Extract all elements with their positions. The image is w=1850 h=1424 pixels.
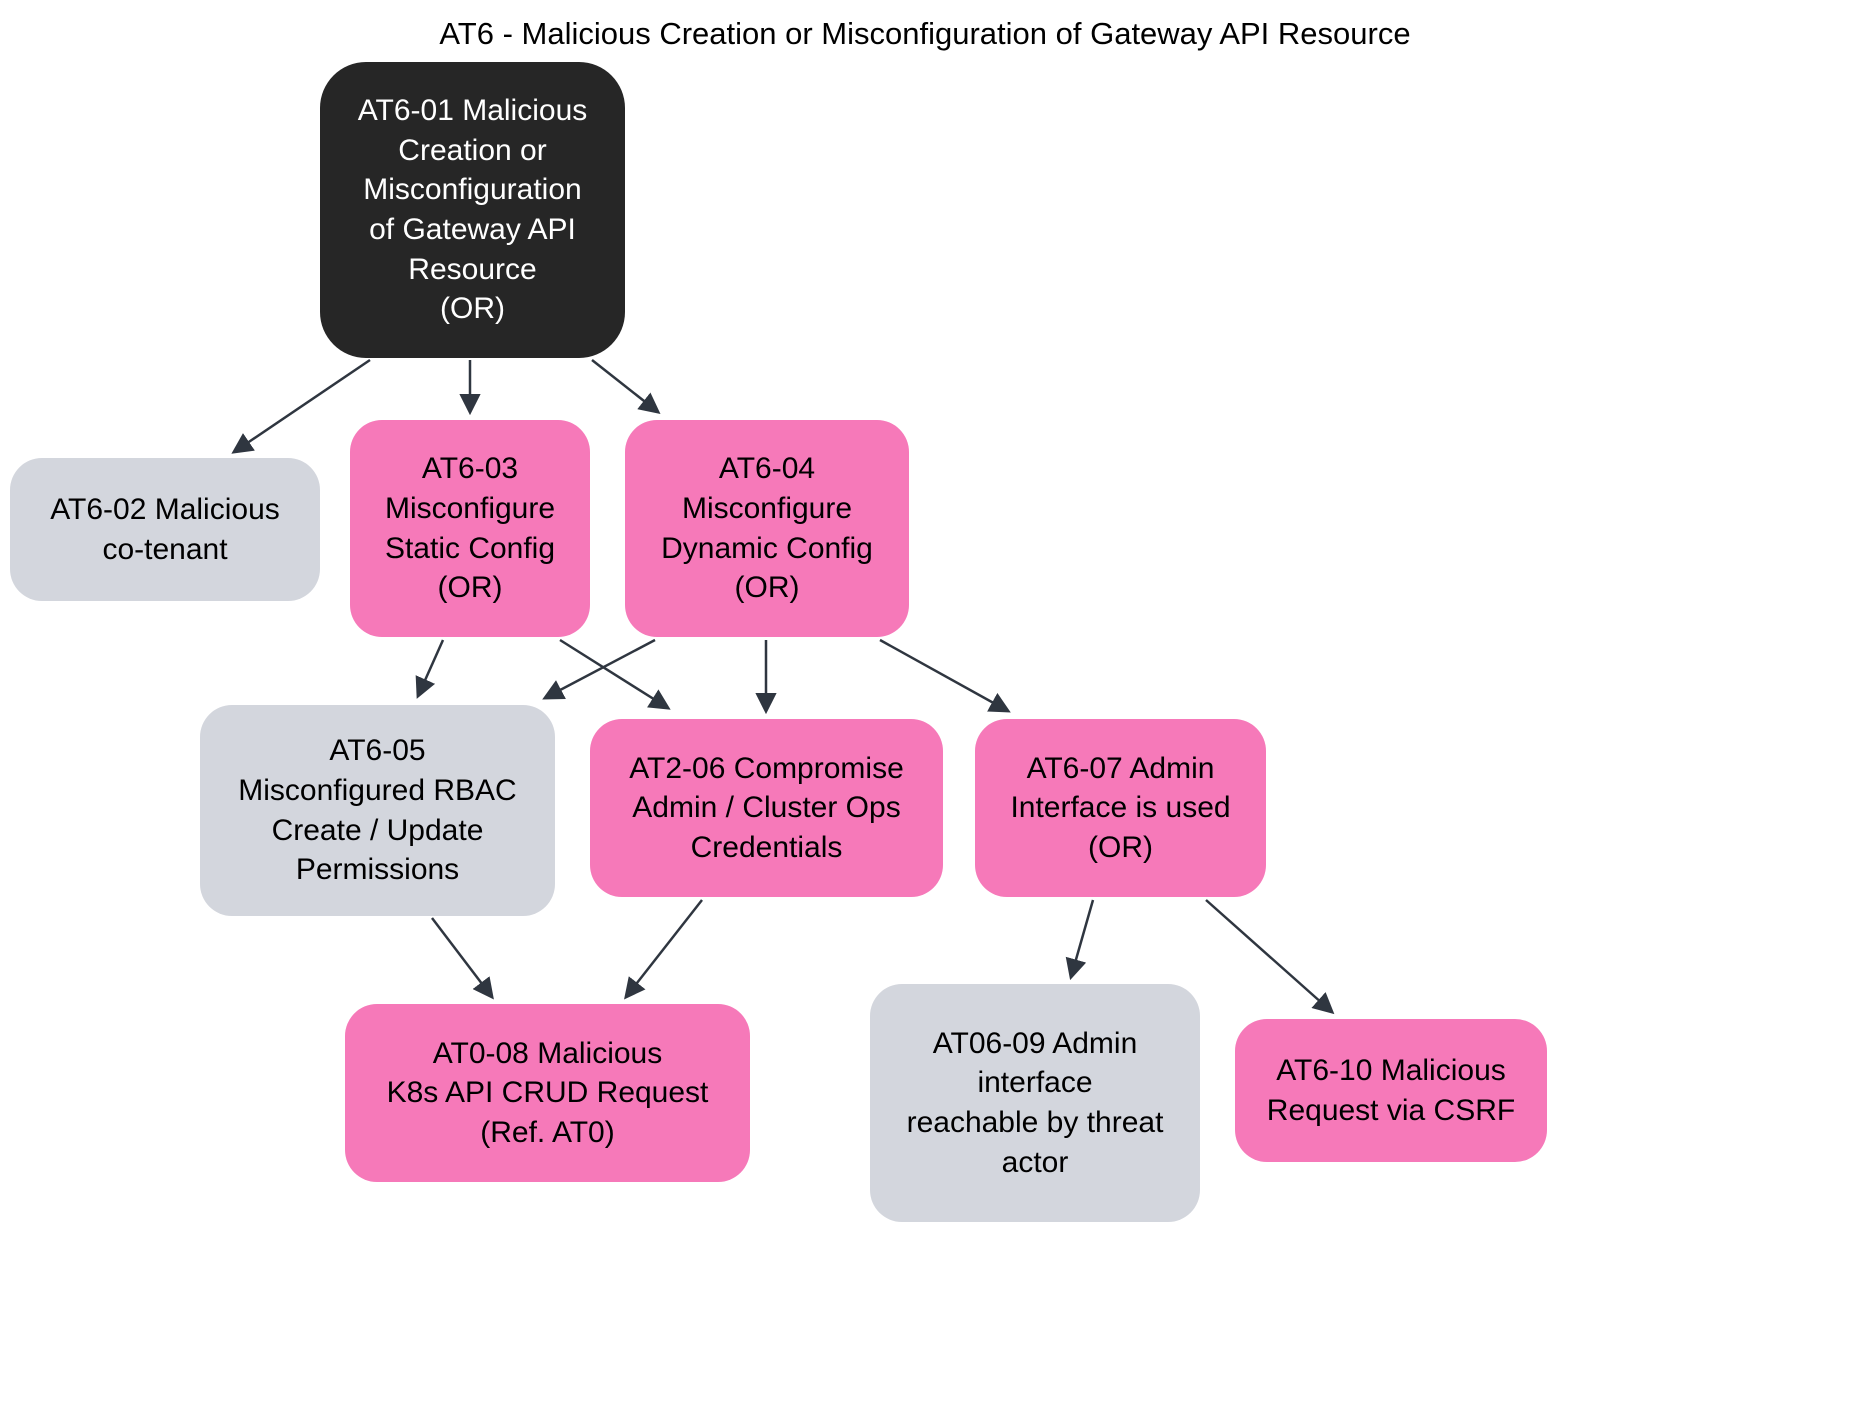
node-AT6-05: AT6-05 Misconfigured RBAC Create / Updat… (200, 705, 555, 916)
node-AT0-08: AT0-08 Malicious K8s API CRUD Request (R… (345, 1004, 750, 1182)
node-AT6-07: AT6-07 Admin Interface is used (OR) (975, 719, 1266, 897)
node-label: AT6-01 Malicious Creation or Misconfigur… (357, 94, 588, 326)
edge-AT6-07-to-AT6-10 (1205, 899, 1335, 1015)
edge-AT6-01-to-AT6-02 (231, 358, 371, 454)
node-AT2-06: AT2-06 Compromise Admin / Cluster Ops Cr… (590, 719, 943, 897)
edge-AT6-03-to-AT6-05 (415, 639, 445, 699)
edge-AT6-04-to-AT6-05 (542, 638, 656, 700)
node-label: AT6-04 Misconfigure Dynamic Config (OR) (661, 452, 873, 605)
node-label: AT6-07 Admin Interface is used (OR) (1010, 751, 1231, 864)
node-label: AT6-02 Malicious co-tenant (50, 492, 280, 566)
node-AT6-04: AT6-04 Misconfigure Dynamic Config (OR) (625, 420, 909, 637)
edge-AT6-05-to-AT0-08 (431, 917, 494, 1000)
node-AT6-10: AT6-10 Malicious Request via CSRF (1235, 1019, 1547, 1162)
edge-AT6-04-to-AT6-07 (879, 638, 1011, 713)
node-label: AT0-08 Malicious K8s API CRUD Request (R… (386, 1036, 709, 1149)
node-label: AT6-03 Misconfigure Static Config (OR) (384, 452, 556, 605)
edge-AT6-01-to-AT6-04 (591, 359, 661, 414)
edge-AT6-03-to-AT2-06 (559, 638, 671, 710)
node-label: AT2-06 Compromise Admin / Cluster Ops Cr… (629, 751, 904, 864)
node-AT6-01: AT6-01 Malicious Creation or Misconfigur… (320, 62, 625, 358)
node-label: AT6-05 Misconfigured RBAC Create / Updat… (238, 734, 517, 887)
node-AT06-09: AT06-09 Admin interface reachable by thr… (870, 984, 1200, 1222)
node-label: AT6-10 Malicious Request via CSRF (1266, 1053, 1516, 1127)
diagram-title: AT6 - Malicious Creation or Misconfigura… (439, 16, 1411, 51)
edge-AT6-07-to-AT06-09 (1065, 899, 1095, 981)
node-AT6-03: AT6-03 Misconfigure Static Config (OR) (350, 420, 590, 637)
node-AT6-02: AT6-02 Malicious co-tenant (10, 458, 320, 601)
node-label: AT06-09 Admin interface reachable by thr… (906, 1026, 1164, 1179)
edge-AT2-06-to-AT0-08 (624, 899, 703, 1000)
